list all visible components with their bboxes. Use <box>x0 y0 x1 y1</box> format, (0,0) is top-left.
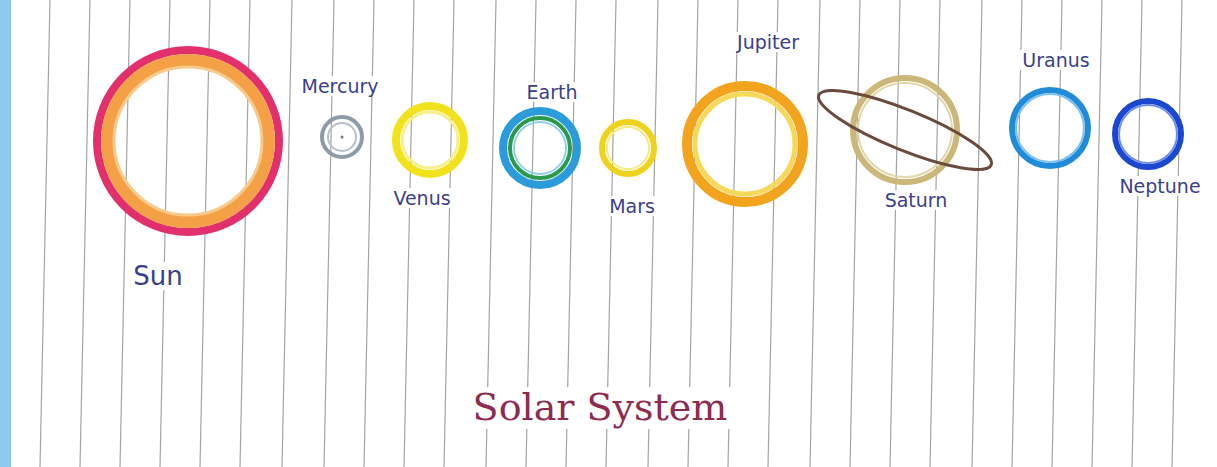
saturn-ring <box>811 77 998 184</box>
planet-ring <box>514 122 566 174</box>
planet-ring <box>114 67 262 215</box>
planet-ring <box>97 50 279 232</box>
planet-node: Sun <box>93 46 283 236</box>
planet-ring <box>687 86 803 202</box>
planet-node: Earth <box>499 107 581 189</box>
saturn-circle <box>850 75 960 185</box>
planet-label: Mars <box>607 196 657 217</box>
planet-node: Venus <box>392 102 468 178</box>
planet-ring <box>396 106 464 174</box>
planet-ring <box>853 78 957 182</box>
planet-ring <box>695 94 795 194</box>
mercury-circle <box>320 115 364 159</box>
planet-ring <box>510 118 570 178</box>
planet-node: Uranus <box>1009 87 1091 169</box>
planet-ring <box>1016 94 1084 162</box>
uranus-circle <box>1009 87 1091 169</box>
centre-dot <box>341 136 344 139</box>
jupiter-circle <box>682 81 808 207</box>
planet-label: Uranus <box>1020 50 1091 71</box>
planet-label: Saturn <box>883 190 950 211</box>
planet-ring <box>1119 105 1177 163</box>
planet-label: Mercury <box>299 76 380 97</box>
planet-ring <box>107 60 269 222</box>
ruled-lines <box>40 0 1182 467</box>
planet-ring <box>607 127 649 169</box>
sun-circle <box>93 46 283 236</box>
planet-label: Jupiter <box>735 32 801 53</box>
ring-ellipse <box>811 77 998 184</box>
paper-edge <box>0 0 11 467</box>
planet-ring <box>1012 90 1088 166</box>
planet-node: Saturn <box>850 75 960 185</box>
planet-label: Neptune <box>1117 176 1202 197</box>
planet-label: Earth <box>525 82 580 103</box>
mars-circle <box>599 119 657 177</box>
planet-ring <box>503 111 577 185</box>
planet-label: Sun <box>131 262 184 291</box>
planet-node: Mars <box>599 119 657 177</box>
neptune-circle <box>1112 98 1184 170</box>
planet-label: Venus <box>391 188 452 209</box>
planet-ring <box>602 122 654 174</box>
planet-ring <box>328 123 356 151</box>
planet-node: Neptune <box>1112 98 1184 170</box>
venus-circle <box>392 102 468 178</box>
planet-node: Jupiter <box>682 81 808 207</box>
planet-ring <box>322 117 362 157</box>
planet-ring <box>1115 101 1181 167</box>
earth-circle <box>499 107 581 189</box>
diagram-title: Solar System <box>469 387 732 429</box>
planet-node: Mercury <box>320 115 364 159</box>
planet-ring <box>402 112 458 168</box>
